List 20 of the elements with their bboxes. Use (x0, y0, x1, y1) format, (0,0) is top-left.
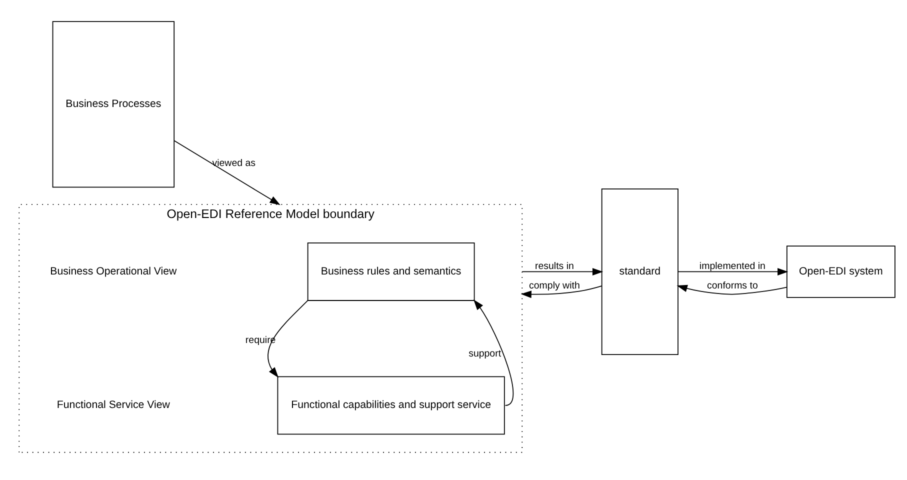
edge-label: comply with (529, 280, 580, 291)
node-box: Business rules and semantics (307, 242, 475, 300)
arrow (268, 300, 308, 378)
arrow (522, 268, 604, 275)
edge-label: implemented in (699, 260, 766, 272)
arrow (678, 268, 788, 275)
arrow (174, 140, 280, 205)
edge-label: conforms to (707, 280, 758, 291)
edge-label: viewed as (212, 158, 256, 169)
edge-label: results in (534, 260, 574, 272)
arrow (520, 284, 602, 298)
node-box: Functional capabilities and support service (277, 376, 505, 434)
arrow (473, 298, 514, 406)
node-box: Open-EDI system (786, 245, 896, 298)
label: Functional Service View (56, 398, 170, 411)
node-box: standard (601, 188, 678, 354)
node-box: Business Processes (52, 20, 175, 188)
label: Business Operational View (50, 264, 177, 277)
arrow (676, 284, 787, 294)
edge-label: support (468, 348, 502, 359)
